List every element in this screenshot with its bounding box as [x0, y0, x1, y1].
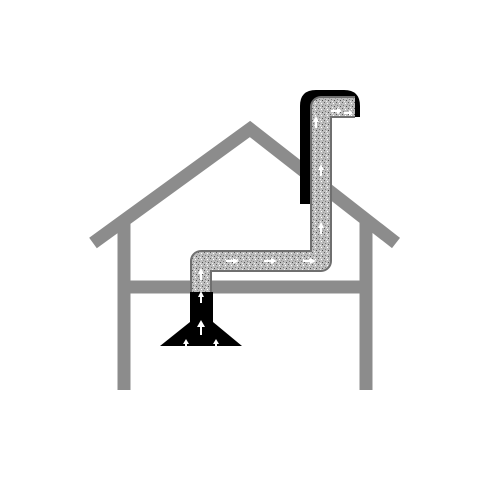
arrow-icon: [313, 116, 319, 128]
arrow-icon: [226, 258, 239, 264]
arrow-icon: [183, 339, 189, 349]
arrow-icon: [198, 268, 204, 280]
arrow-icon: [213, 339, 219, 349]
arrow-icon: [318, 222, 324, 234]
roof-line: [89, 120, 401, 249]
house-outline-icon: [89, 120, 401, 390]
arrow-icon: [331, 108, 342, 114]
arrow-icon: [264, 258, 277, 264]
airflow-arrows: [183, 108, 353, 349]
arrow-icon: [197, 320, 205, 335]
arrow-icon: [198, 291, 204, 303]
exhaust-duct-icon: [190, 96, 355, 292]
range-hood-icon: [160, 292, 242, 346]
arrow-icon: [344, 110, 353, 116]
arrow-icon: [303, 258, 316, 264]
arrow-icon: [318, 164, 324, 176]
